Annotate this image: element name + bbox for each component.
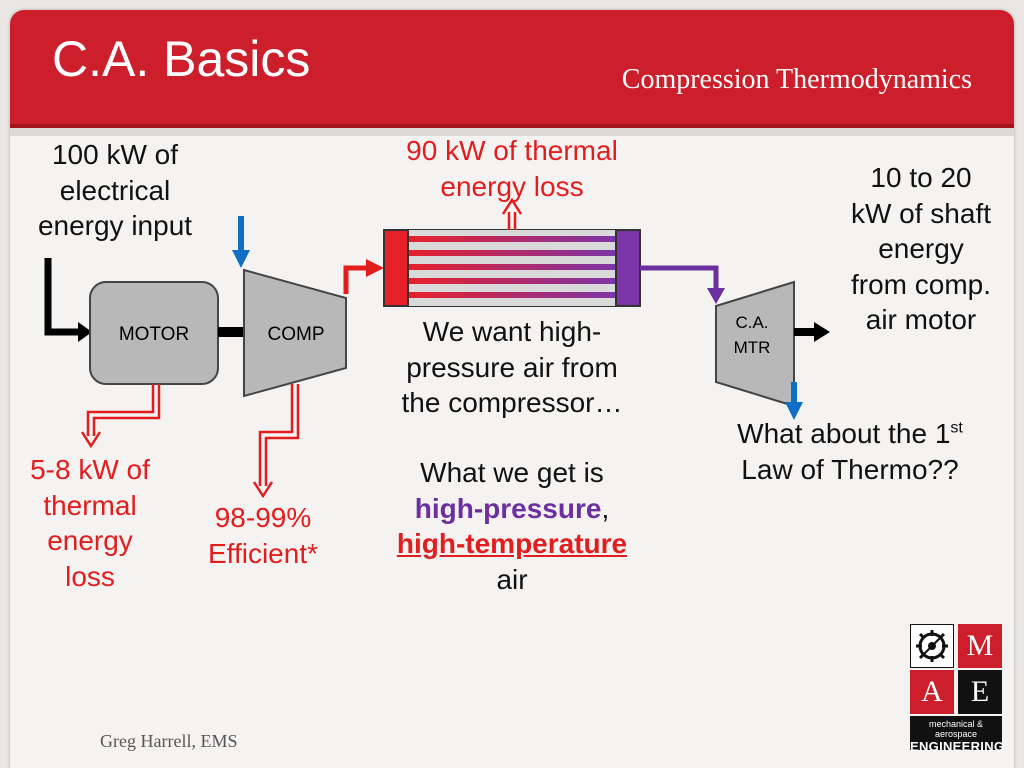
motor-heat-loss-arrow xyxy=(80,384,161,449)
cooler-heat-loss-arrow xyxy=(501,197,523,230)
high-pressure-term: high-pressure xyxy=(414,492,602,524)
cooled-air-line xyxy=(640,265,725,304)
slide-title: C.A. Basics xyxy=(52,31,311,87)
compressor-block xyxy=(243,268,347,398)
electrical-input-arrow xyxy=(44,258,92,342)
cooler-heat-loss-label: 90 kW of thermal energy loss xyxy=(406,135,618,202)
shaft-energy-label: 10 to 20 kW of shaft energy from comp. a… xyxy=(850,162,992,336)
compressor-heat-loss-arrow xyxy=(252,384,300,499)
get-statement: What we get is high-pressure, high-tempe… xyxy=(396,457,628,595)
motor-shaft xyxy=(218,327,244,337)
air-motor-label-line2: MTR xyxy=(734,338,771,357)
shaft-output-arrow xyxy=(794,322,830,342)
air-exhaust-arrow xyxy=(785,382,803,420)
compressed-air-outlet-arrow xyxy=(343,259,384,294)
compressor-label: COMP xyxy=(268,324,325,345)
high-temperature-term: high-temperature xyxy=(396,528,628,560)
efficiency-label: 98-99% Efficient* xyxy=(208,502,318,569)
logo-tagline: mechanical & aerospace ENGINEERING xyxy=(910,716,1004,754)
motor-label: MOTOR xyxy=(119,324,189,345)
air-inlet-arrow xyxy=(232,216,250,268)
slide-subtitle: Compression Thermodynamics xyxy=(621,64,972,95)
logo-letter-m: M xyxy=(958,624,1002,668)
mae-logo: M A E mechanical & aerospace ENGINEERING xyxy=(910,624,1004,754)
logo-letter-e: E xyxy=(958,670,1002,714)
footer-author: Greg Harrell, EMS xyxy=(100,731,238,751)
gear-icon xyxy=(910,624,954,668)
aftercooler xyxy=(383,229,641,307)
electrical-input-label: 100 kW of electrical energy input xyxy=(37,139,193,242)
air-motor-label-line1: C.A. xyxy=(735,313,768,332)
logo-letter-a: A xyxy=(910,670,954,714)
title-bar xyxy=(10,10,1014,136)
motor-heat-loss-label: 5-8 kW of thermal energy loss xyxy=(30,454,150,592)
want-statement: We want high- pressure air from the comp… xyxy=(401,316,623,419)
slide xyxy=(10,10,1014,768)
first-law-question: What about the 1st Law of Thermo?? xyxy=(737,418,963,485)
